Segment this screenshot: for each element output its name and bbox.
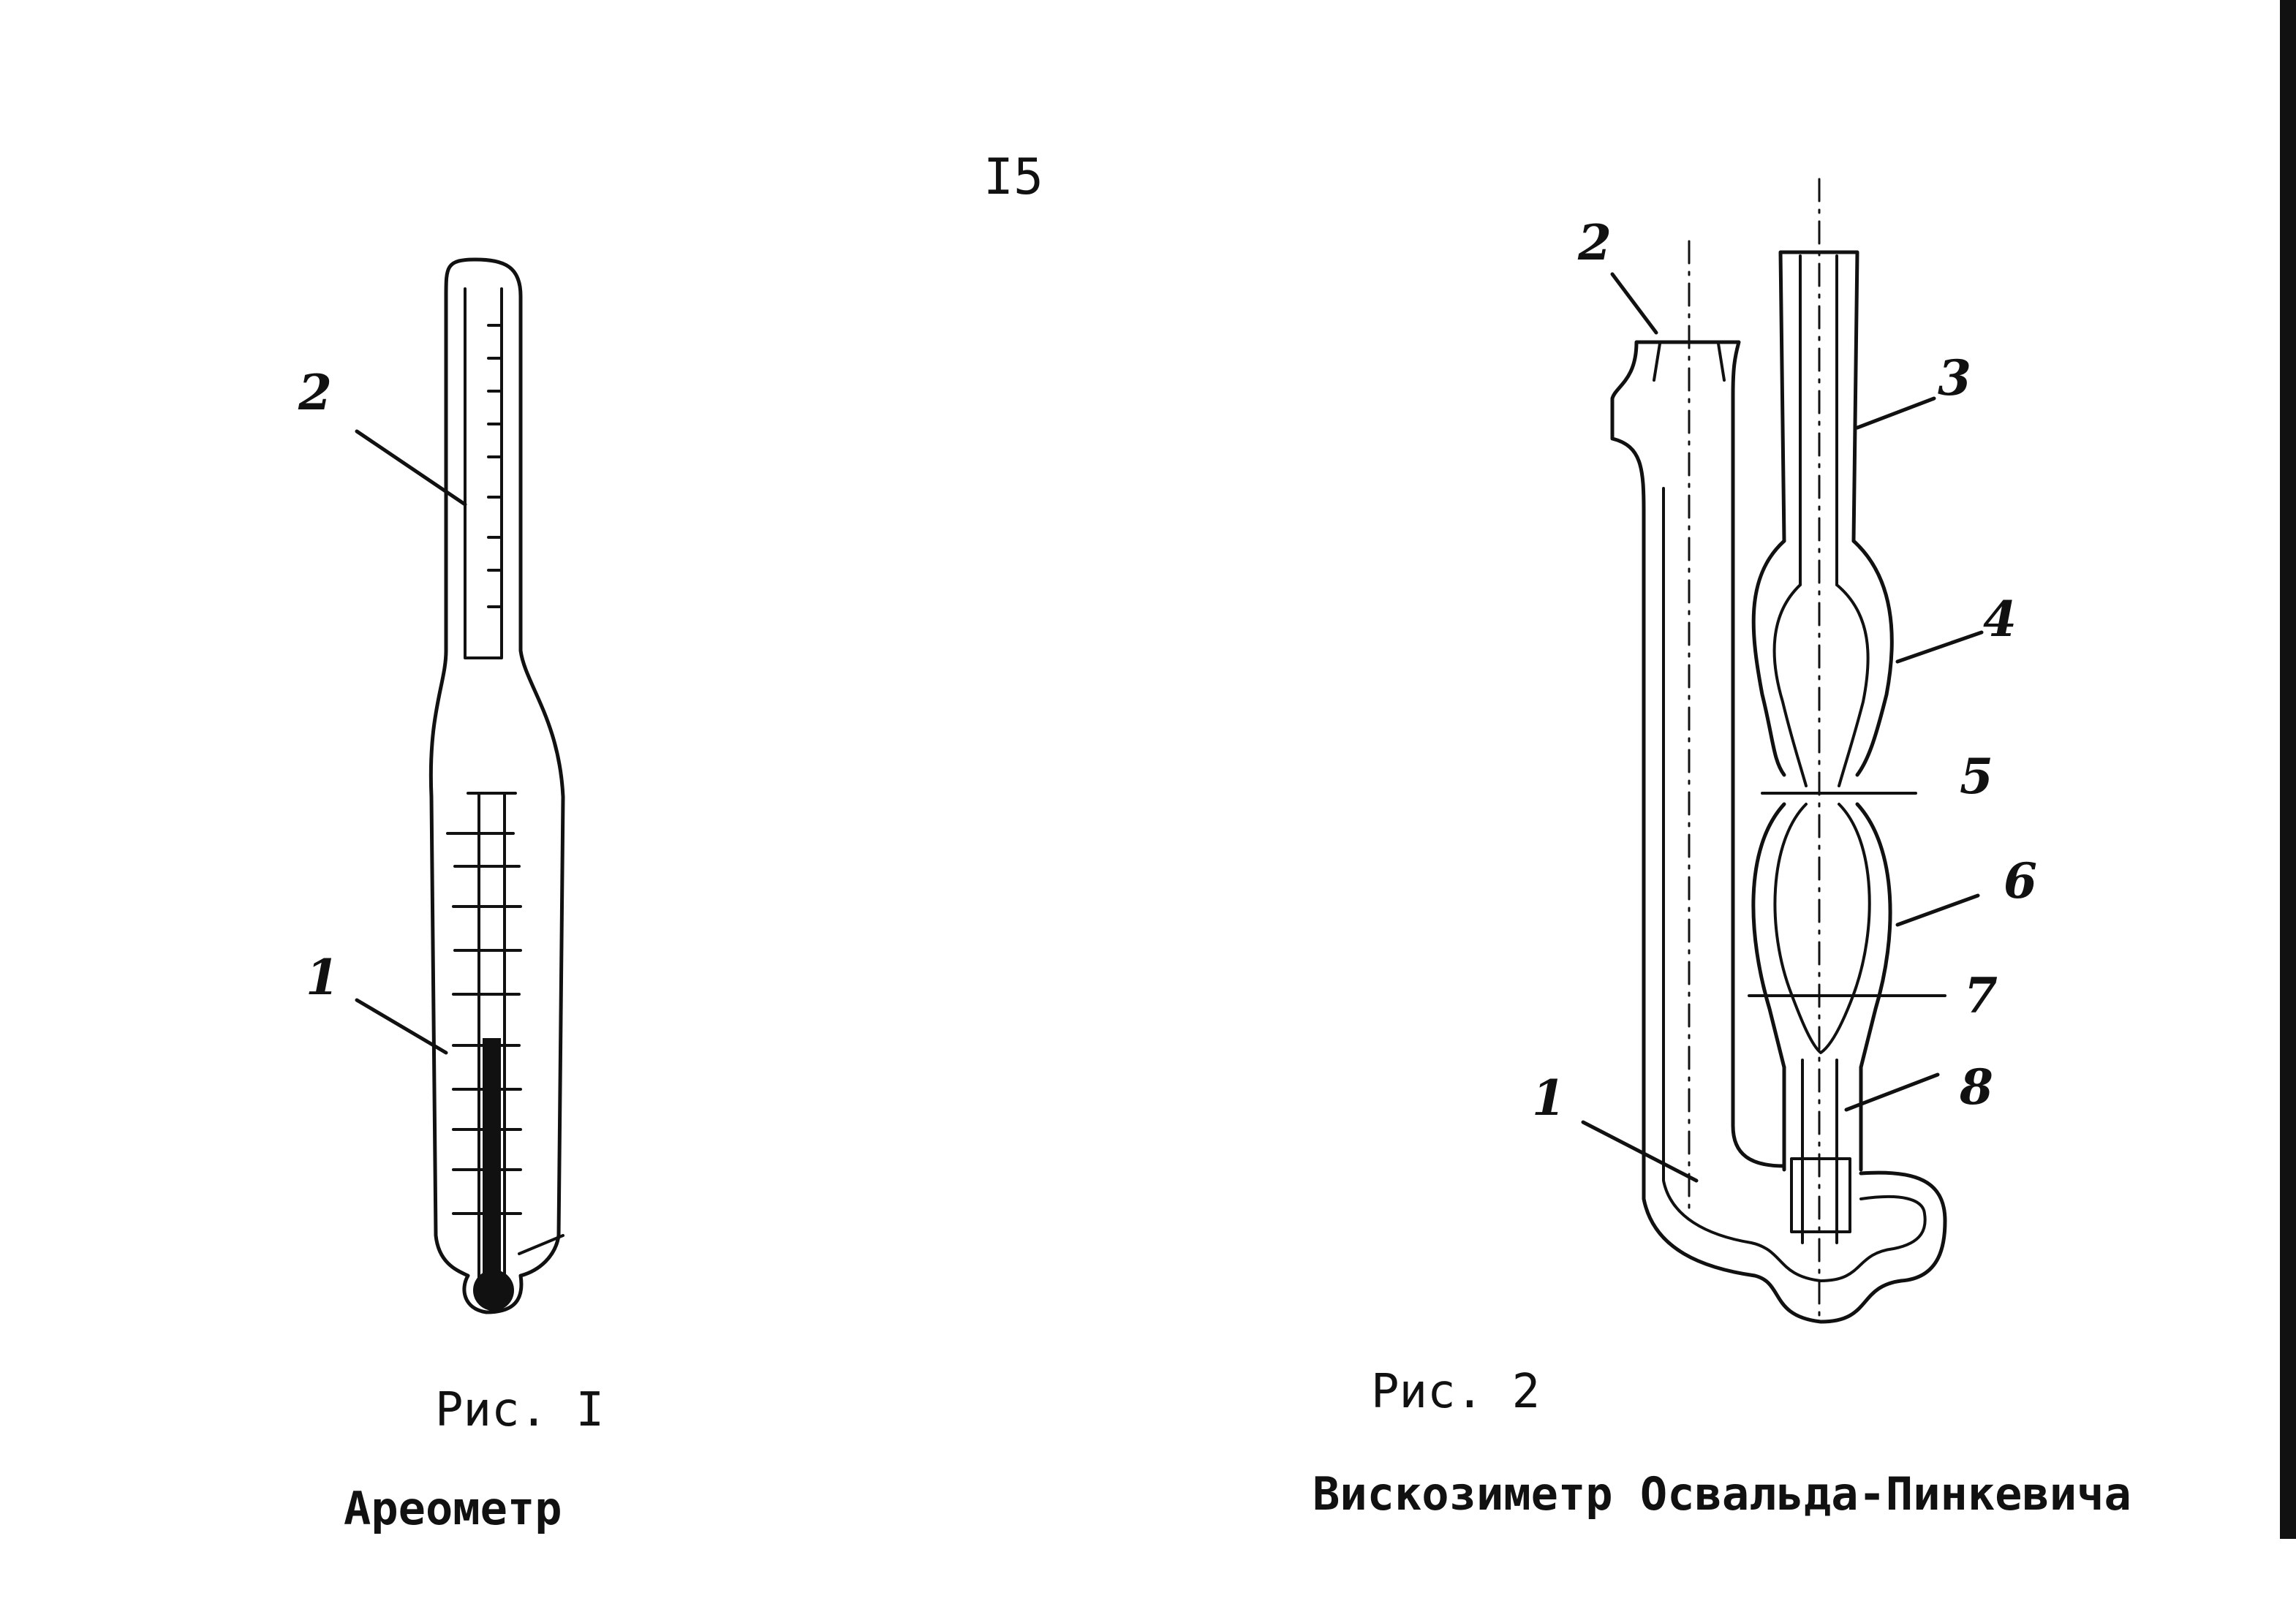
upper-bulb-inner — [1772, 583, 1870, 787]
viscometer-leader-2 — [1610, 272, 1658, 335]
viscometer-label-2: 2 — [1577, 214, 1612, 271]
upper-bulb — [1751, 539, 1894, 777]
viscometer-leader-8 — [1844, 1072, 1940, 1112]
page-number: I5 — [983, 148, 1043, 206]
capillary-bottom-stem — [1782, 1065, 1863, 1172]
hydrometer-label-1: 1 — [306, 949, 339, 1006]
wide-tube-outer — [1610, 340, 1947, 1324]
capillary-bottom-inner — [1801, 1059, 1838, 1244]
capillary-outlet — [1790, 1157, 1851, 1233]
leader-line-1 — [355, 998, 448, 1055]
stem-scale-ticks — [487, 324, 503, 608]
figure1-caption: Рис. I — [435, 1383, 604, 1437]
viscometer-label-7: 7 — [1964, 967, 1998, 1024]
viscometer-leader-1 — [1581, 1120, 1699, 1183]
capillary-inner-top — [1799, 254, 1838, 586]
viscometer-label-6: 6 — [2004, 852, 2037, 909]
viscometer-label-4: 4 — [1983, 591, 2017, 648]
thermometer-scale-ticks — [446, 832, 564, 1255]
viscometer-label-5: 5 — [1960, 748, 1993, 805]
viscometer-leader-6 — [1895, 893, 1980, 927]
wide-tube-neck — [1653, 342, 1726, 382]
viscometer-label-1: 1 — [1532, 1070, 1566, 1127]
mercury-bulb — [473, 1270, 514, 1311]
leader-line-2 — [355, 429, 467, 507]
viscometer-leader-3 — [1855, 396, 1936, 430]
stem-scale-tube — [464, 287, 503, 659]
hydrometer-label-2: 2 — [298, 364, 332, 421]
viscometer-label-8: 8 — [1959, 1059, 1993, 1116]
figure2-caption: Рис. 2 — [1371, 1365, 1540, 1419]
figure1-title: Ареометр — [344, 1482, 562, 1535]
scan-edge-bar — [2280, 0, 2296, 1539]
lower-bulb-inner — [1773, 803, 1871, 1054]
viscometer-leader-4 — [1895, 630, 1984, 664]
thermometer-capillary — [467, 792, 517, 1281]
viscometer-label-3: 3 — [1938, 349, 1971, 406]
viscometer-diagram: 2 3 4 5 6 7 8 1 — [1532, 178, 2037, 1324]
capillary-top-tube — [1778, 250, 1859, 543]
figure2-title: Вискозиметр Освальда-Пинкевича — [1313, 1467, 2131, 1521]
lower-bulb — [1751, 802, 1892, 1070]
hydrometer-diagram: 2 1 — [298, 257, 565, 1314]
wide-tube-inner — [1662, 487, 1927, 1282]
mercury-column — [483, 1038, 501, 1279]
hydrometer-body — [428, 257, 565, 1314]
